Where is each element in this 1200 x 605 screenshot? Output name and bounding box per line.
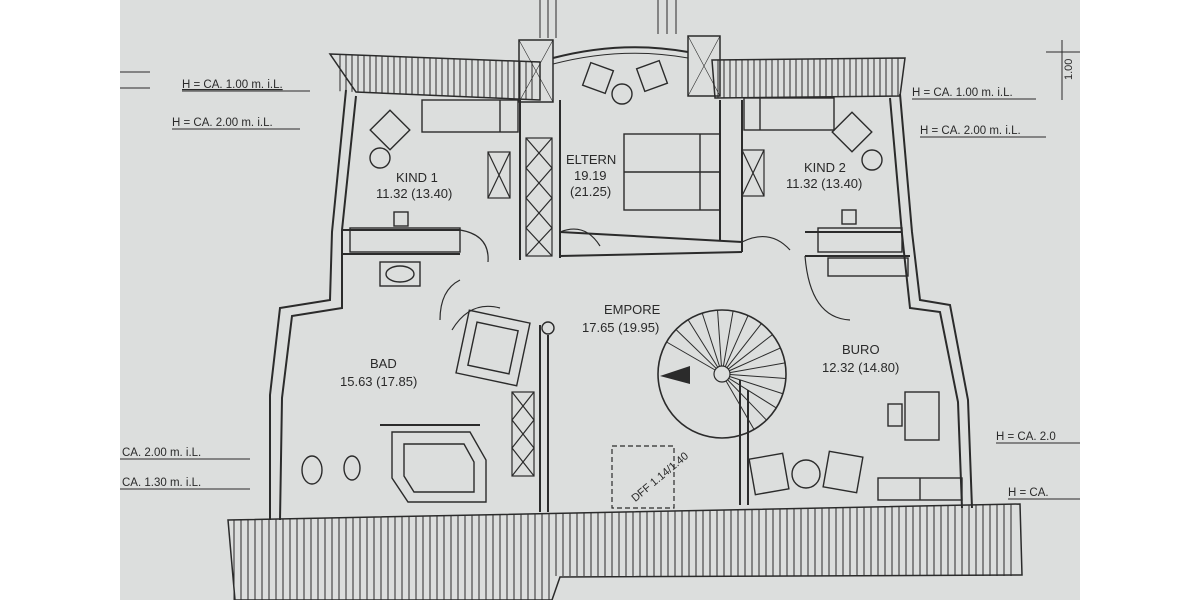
height-notes: H = CA. 1.00 m. i.L. H = CA. 2.00 m. i.L… [120,40,1080,500]
height-note-right-bottom-2: H = CA. [1008,487,1049,499]
height-note-right-top-2: H = CA. 2.00 m. i.L. [920,125,1021,137]
room-buro-name: BURO [842,342,880,357]
wardrobes [487,137,765,477]
room-buro-area: 12.32 (14.80) [822,360,899,375]
room-bad-name: BAD [370,356,397,371]
top-markers [539,0,677,38]
height-note-right-bottom-1: H = CA. 2.0 [996,431,1056,443]
room-bad-area: 15.63 (17.85) [340,374,417,389]
height-note-left-top-2: H = CA. 2.00 m. i.L. [172,117,273,129]
chimney-left [518,39,554,103]
beds [421,97,835,211]
roof-hatch-left [328,53,541,101]
outer-walls [269,89,973,521]
room-kind1-name: KIND 1 [396,170,438,185]
room-empore-area: 17.65 (19.95) [582,320,659,335]
room-kind2-name: KIND 2 [804,160,846,175]
dimension-label: 1.00 [1063,59,1075,80]
desks [349,209,940,441]
height-note-left-bottom-1: CA. 2.00 m. i.L. [122,447,201,459]
height-note-left-top-1: H = CA. 1.00 m. i.L. [182,79,283,91]
room-eltern-area2: (21.25) [570,184,611,199]
height-note-right-top-1: H = CA. 1.00 m. i.L. [912,87,1013,99]
room-kind2-area: 11.32 (13.40) [786,176,862,191]
spiral-staircase [657,309,787,439]
room-empore-name: EMPORE [604,302,661,317]
height-note-left-bottom-2: CA. 1.30 m. i.L. [122,477,201,489]
room-eltern-area1: 19.19 [574,168,607,183]
room-kind1-area: 11.32 (13.40) [376,186,452,201]
lounge-chairs [748,450,963,501]
eltern-top-wall [552,46,689,59]
room-eltern-name: ELTERN [566,152,616,167]
bathroom-fixtures [301,261,555,503]
door-arcs [439,228,851,331]
armchairs [369,59,883,171]
chimney-right [687,35,721,97]
